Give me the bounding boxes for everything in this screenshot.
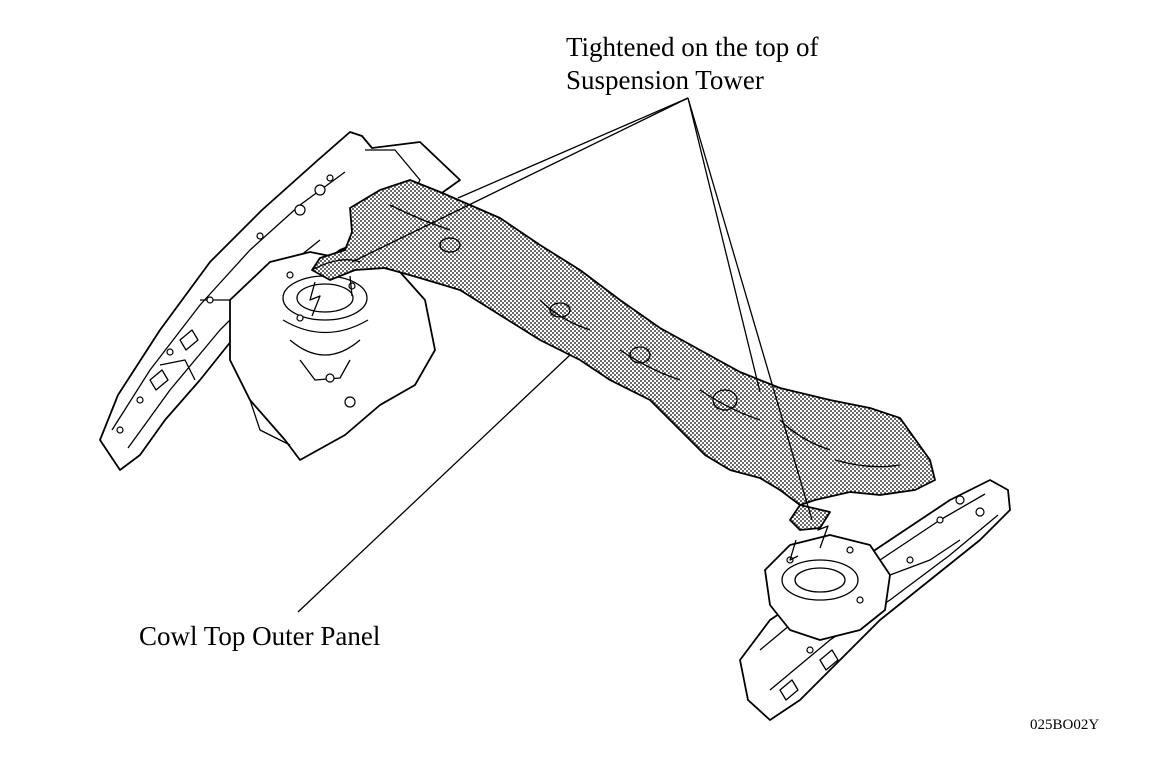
tower-label-line-2: Suspension Tower — [566, 65, 764, 95]
panel-label: Cowl Top Outer Panel — [139, 621, 381, 651]
right-suspension-tower — [764, 511, 961, 641]
tower-label-line-1: Tightened on the top of — [566, 32, 819, 62]
leader-line-panel — [297, 354, 571, 613]
leader-lines-tower — [351, 97, 813, 521]
figure-code: 025BO02Y — [1030, 717, 1100, 733]
left-suspension-tower — [229, 251, 436, 461]
cowl-top-outer-panel — [311, 179, 936, 531]
